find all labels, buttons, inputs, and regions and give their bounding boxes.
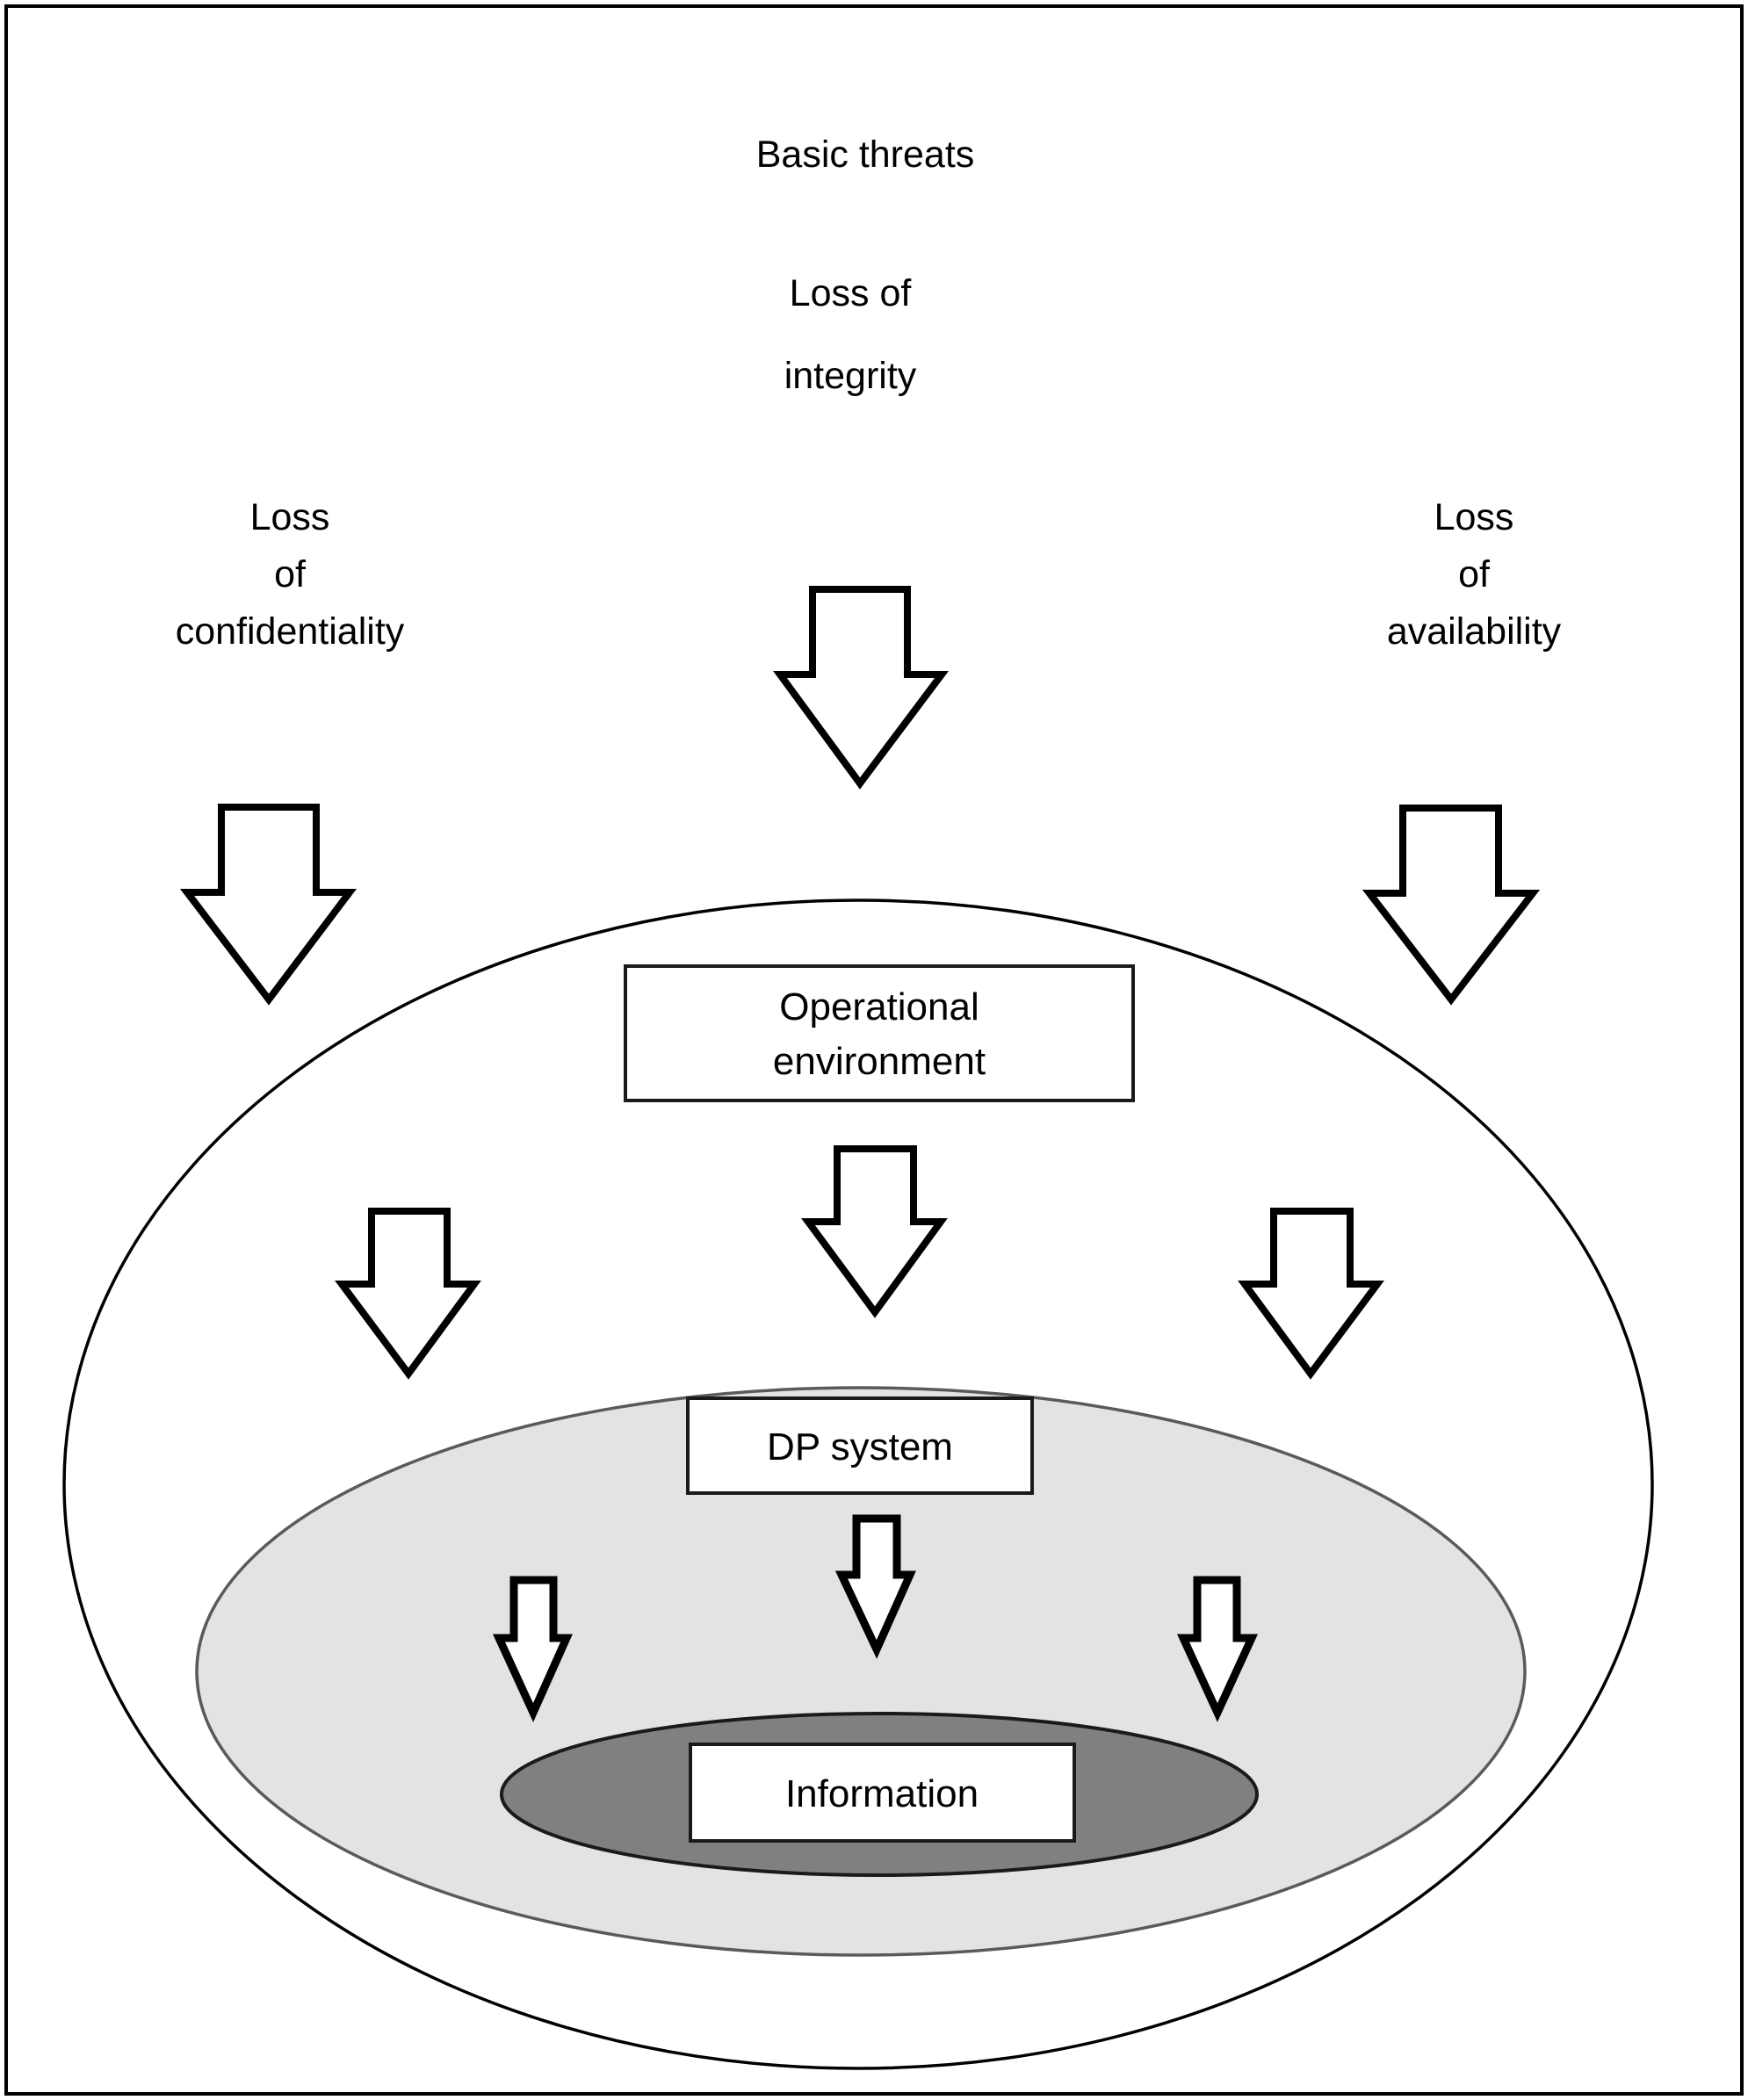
threat-label-loss-of-integrity: Loss of integrity <box>784 272 917 397</box>
diagram-heading: Basic threats <box>756 134 975 176</box>
arrow-dp-to-information-center-icon <box>834 1514 916 1659</box>
threat-label-loss-of-confidentiality: Loss of confidentiality <box>176 496 405 653</box>
operational-environment-label-line-1: Operational <box>779 985 979 1028</box>
arrow-dp-to-information-left-icon <box>492 1576 573 1722</box>
arrow-integrity-to-environment-icon <box>773 586 949 790</box>
figure-border <box>4 4 1744 2096</box>
arrow-environment-to-dp-center-icon <box>801 1145 948 1318</box>
arrow-confidentiality-to-environment-icon <box>179 804 358 1006</box>
dp-system-box <box>686 1396 1034 1495</box>
loss-of-confidentiality-line-1: Loss <box>250 496 330 538</box>
operational-environment-box <box>624 964 1135 1102</box>
information-label: Information <box>785 1772 979 1815</box>
arrow-environment-to-dp-left-icon <box>335 1208 481 1380</box>
loss-of-availability-line-2: of <box>1458 553 1491 595</box>
information-box <box>689 1743 1076 1843</box>
loss-of-integrity-line-1: Loss of <box>790 272 913 314</box>
arrow-environment-to-dp-right-icon <box>1238 1208 1384 1380</box>
loss-of-confidentiality-line-3: confidentiality <box>176 610 405 653</box>
dp-system-label: DP system <box>767 1425 953 1469</box>
dp-system-node: DP system <box>686 1396 1034 1495</box>
arrow-dp-to-information-right-icon <box>1176 1576 1259 1722</box>
arrow-availability-to-environment-icon <box>1362 805 1541 1006</box>
loss-of-integrity-line-2: integrity <box>784 355 917 397</box>
threat-label-loss-of-availability: Loss of availability <box>1387 496 1562 653</box>
loss-of-availability-line-1: Loss <box>1434 496 1514 538</box>
operational-environment-label-line-2: environment <box>773 1040 986 1083</box>
loss-of-availability-line-3: availability <box>1387 610 1562 653</box>
operational-environment-node: Operational environment <box>624 964 1135 1102</box>
loss-of-confidentiality-line-2: of <box>274 553 307 595</box>
information-node: Information <box>689 1743 1076 1843</box>
